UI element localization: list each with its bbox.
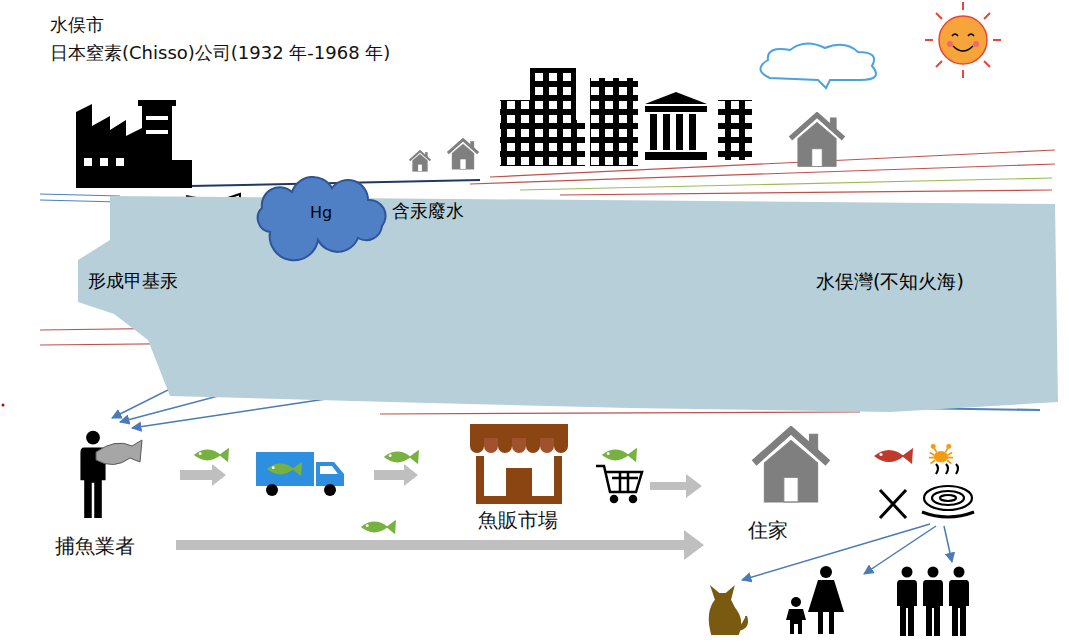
market-stall xyxy=(470,424,568,504)
mercury-cloud: Hg xyxy=(248,182,394,244)
sky xyxy=(760,2,1001,88)
city-name: 水俣市 xyxy=(50,14,104,36)
city xyxy=(410,68,844,171)
bay-region-text-0: 含汞廢水 xyxy=(392,200,464,222)
truck xyxy=(256,452,344,496)
home-label: 住家 xyxy=(748,518,788,542)
bay-region-text-1: 形成甲基汞 xyxy=(88,270,178,292)
bay-region: 含汞廢水形成甲基汞 水俣灣(不知火海) Hg xyxy=(30,190,1065,420)
bay-region-text-2: 水俣灣(不知火海) xyxy=(816,270,964,293)
utensils xyxy=(880,490,906,518)
market-label: 魚販市場 xyxy=(478,508,558,532)
fisher-label: 捕魚業者 xyxy=(55,534,135,558)
family xyxy=(786,566,969,636)
noodle-bowl xyxy=(922,464,974,517)
cart xyxy=(596,466,642,502)
mercury-cloud-text-0: Hg xyxy=(310,203,332,222)
bay-region-outline xyxy=(30,190,1065,420)
bottom-flow xyxy=(2,404,975,637)
company-name: 日本窒素(Chisso)公司(1932 年-1968 年) xyxy=(50,42,390,64)
cat xyxy=(710,588,747,634)
